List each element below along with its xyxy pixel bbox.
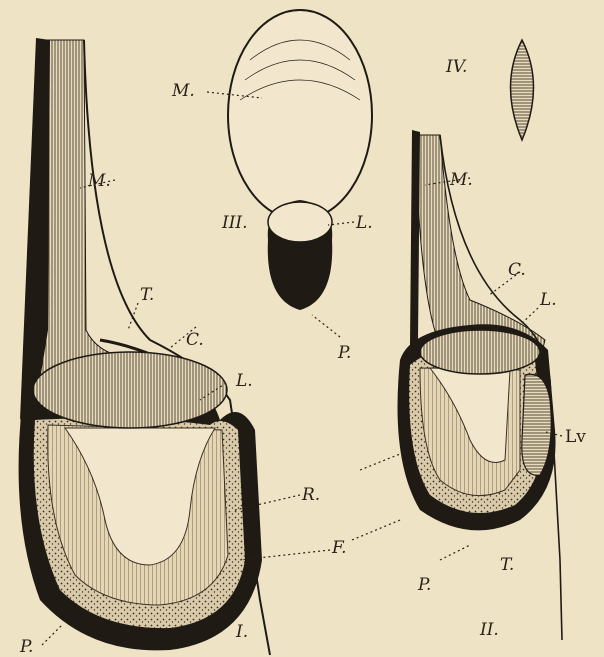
label-ii-c: C.: [508, 260, 526, 280]
label-ii-l: L.: [539, 290, 557, 310]
numeral-i: I.: [235, 622, 248, 642]
label-ii-m: M.: [449, 170, 473, 190]
panel-i-lens: [33, 352, 227, 428]
label-i-f: F.: [331, 538, 347, 558]
panel-iii-mantle-sac: [228, 10, 372, 220]
numeral-ii: II.: [479, 620, 499, 640]
label-i-t: T.: [140, 285, 154, 305]
label-i-p: P.: [19, 637, 33, 657]
label-i-r: R.: [301, 485, 320, 505]
numeral-iii: III.: [221, 213, 248, 233]
numeral-iv: IV.: [445, 57, 467, 77]
label-i-c: C.: [186, 330, 204, 350]
label-iii-p: P.: [337, 343, 351, 363]
panel-iii-lens: [268, 202, 332, 242]
label-ii-p: P.: [417, 575, 431, 595]
label-iii-m: M.: [171, 81, 195, 101]
label-i-l: L.: [235, 371, 253, 391]
panel-ii-lens: [420, 330, 540, 374]
panel-ii-lens-vesicle: [522, 374, 551, 475]
label-i-m: M.: [87, 171, 111, 191]
label-iii-l: L.: [355, 213, 373, 233]
label-ii-lv: Lv: [565, 427, 586, 447]
label-ii-t: T.: [500, 555, 514, 575]
